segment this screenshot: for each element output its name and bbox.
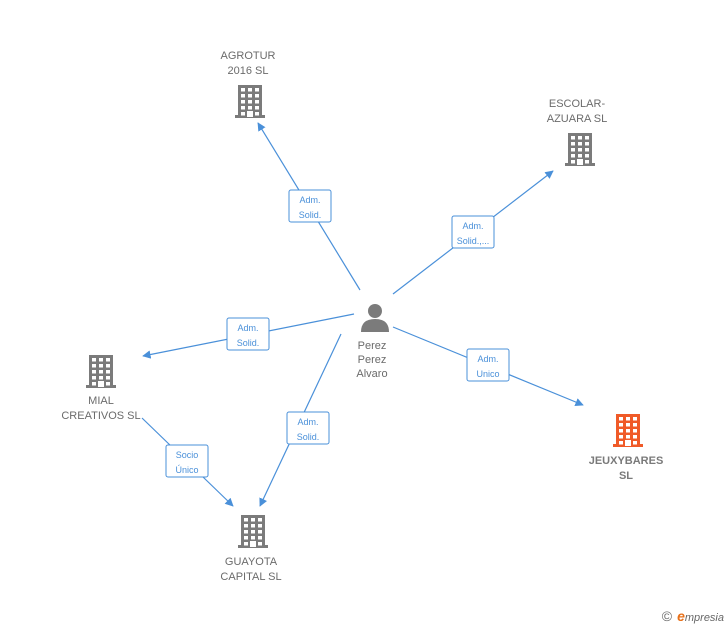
building-icon bbox=[565, 133, 595, 166]
edge-label-text: Adm. bbox=[297, 417, 318, 427]
company-name-line: JEUXYBARES bbox=[589, 455, 664, 467]
company-name-line: ESCOLAR- bbox=[549, 98, 606, 110]
company-node-agrotur[interactable]: AGROTUR 2016 SL bbox=[221, 50, 276, 118]
edge-label-guayota[interactable]: Adm. Solid. bbox=[286, 411, 330, 445]
edge-label-text: Único bbox=[175, 465, 198, 475]
edge-label-text: Socio bbox=[176, 450, 199, 460]
brand-initial: e bbox=[677, 608, 685, 624]
company-name-line: SL bbox=[619, 470, 633, 482]
company-node-escolar[interactable]: ESCOLAR- AZUARA SL bbox=[547, 98, 608, 166]
edge-label-text: Solid. bbox=[299, 210, 322, 220]
company-node-mial[interactable]: MIAL CREATIVOS SL bbox=[61, 355, 141, 422]
company-name-line: 2016 SL bbox=[228, 65, 269, 77]
edge-label-box[interactable] bbox=[466, 348, 510, 382]
person-name-line: Alvaro bbox=[356, 368, 387, 380]
edge-label-text: Solid.,... bbox=[457, 236, 490, 246]
building-icon bbox=[235, 85, 265, 118]
edge-label-box[interactable] bbox=[451, 215, 495, 249]
edge-label-text: Adm. bbox=[462, 221, 483, 231]
edge-labels-layer: Adm. Solid. Adm. Solid.,... Adm. Solid. Adm. Un… bbox=[165, 189, 510, 478]
edge-label-text: Adm. bbox=[477, 354, 498, 364]
building-icon bbox=[613, 414, 643, 447]
brand-name: mpresia bbox=[684, 612, 724, 624]
edge-label-agrotur[interactable]: Adm. Solid. bbox=[288, 189, 332, 223]
edge-label-box[interactable] bbox=[226, 317, 270, 351]
building-icon bbox=[86, 355, 116, 388]
edge-label-text: Adm. bbox=[299, 195, 320, 205]
edge-label-escolar[interactable]: Adm. Solid.,... bbox=[451, 215, 495, 249]
company-name-line: GUAYOTA bbox=[225, 556, 278, 568]
person-name-line: Perez bbox=[358, 354, 387, 366]
footer-brand: © empresia bbox=[662, 608, 724, 624]
edge-label-text: Unico bbox=[476, 369, 499, 379]
company-node-guayota[interactable]: GUAYOTA CAPITAL SL bbox=[220, 515, 282, 583]
company-name-line: CAPITAL SL bbox=[220, 571, 281, 583]
edge-label-text: Solid. bbox=[237, 338, 260, 348]
edge-label-box[interactable] bbox=[165, 444, 209, 478]
edge-label-jeuxybares[interactable]: Adm. Unico bbox=[466, 348, 510, 382]
edge-label-mial[interactable]: Adm. Solid. bbox=[226, 317, 270, 351]
company-name-line: MIAL bbox=[88, 395, 114, 407]
edge-label-box[interactable] bbox=[286, 411, 330, 445]
company-name-line: AGROTUR bbox=[221, 50, 276, 62]
edge-label-text: Solid. bbox=[297, 432, 320, 442]
person-name-line: Perez bbox=[358, 340, 387, 352]
copyright-symbol: © bbox=[661, 608, 673, 624]
edge-label-text: Adm. bbox=[237, 323, 258, 333]
company-name-line: AZUARA SL bbox=[547, 113, 608, 125]
company-node-jeuxybares[interactable]: JEUXYBARES SL bbox=[589, 414, 664, 482]
company-name-line: CREATIVOS SL bbox=[61, 410, 140, 422]
edge-label-box[interactable] bbox=[288, 189, 332, 223]
building-icon bbox=[238, 515, 268, 548]
person-icon bbox=[361, 304, 389, 332]
